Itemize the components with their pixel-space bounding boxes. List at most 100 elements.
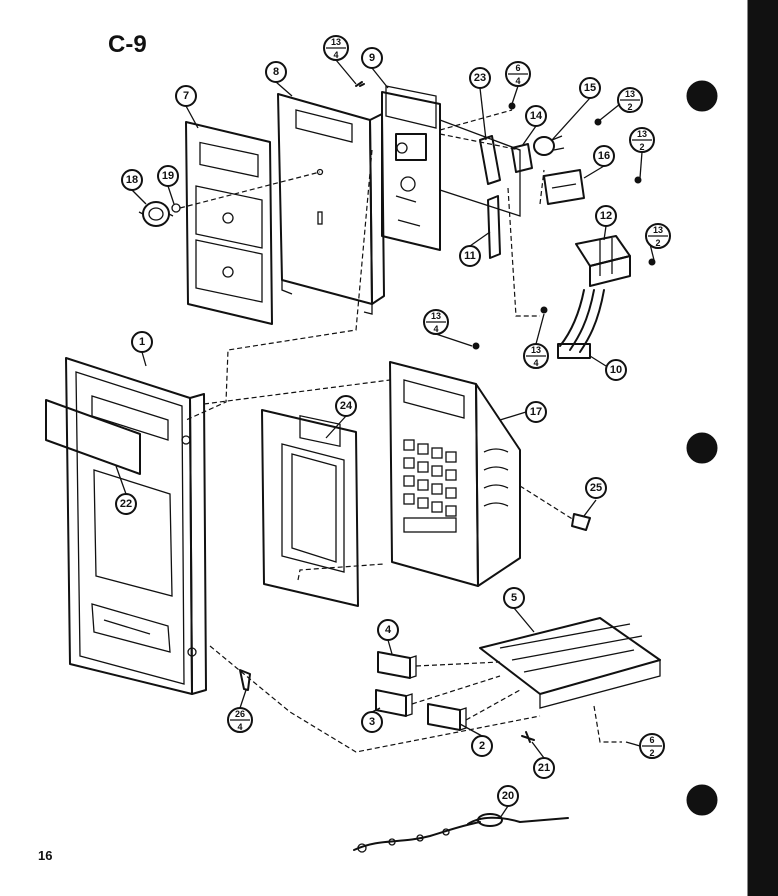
callout-fraction-6-2: 6 2: [639, 733, 665, 759]
part-trim-strip: [45, 399, 141, 475]
binding-edge: [747, 0, 778, 896]
punch-hole-middle: [686, 432, 718, 464]
callout-part-10: 10: [605, 359, 627, 381]
svg-text:10: 10: [610, 364, 622, 376]
callout-part-18: 18: [121, 169, 143, 191]
part-panel-plate: [185, 121, 273, 325]
leader-bracket-screw: [507, 187, 540, 317]
leader-frame-module: [203, 379, 391, 405]
part-door-frame: [65, 357, 207, 695]
svg-text:4: 4: [515, 76, 520, 86]
part-door-window: [261, 409, 359, 607]
leader-knob: [179, 171, 321, 209]
callout-part-12: 12: [595, 205, 617, 227]
svg-text:7: 7: [183, 90, 189, 102]
part-switch-middle: [427, 703, 467, 731]
callout-part-1: 1: [131, 331, 153, 353]
svg-text:2: 2: [639, 142, 644, 152]
svg-text:21: 21: [538, 762, 550, 774]
callout-fraction-13-2-c: 13 2: [645, 223, 671, 249]
callout-part-9: 9: [361, 47, 383, 69]
svg-text:13: 13: [331, 37, 341, 47]
svg-text:22: 22: [120, 498, 132, 510]
callout-part-24: 24: [335, 395, 357, 417]
callout-part-15: 15: [579, 77, 601, 99]
part-switch-lower: [375, 689, 413, 717]
svg-text:18: 18: [126, 174, 138, 186]
callout-fraction-13-4-mid: 13 4: [423, 309, 449, 335]
svg-text:4: 4: [385, 624, 392, 636]
callout-fraction-13-4-top: 13 4: [323, 35, 349, 61]
callout-fraction-13-2-b: 13 2: [629, 127, 655, 153]
svg-text:4: 4: [333, 50, 338, 60]
leader-switch-upper: [415, 661, 501, 667]
part-control-board: [381, 85, 441, 251]
svg-text:23: 23: [474, 72, 486, 84]
part-thermal-switch: [533, 135, 565, 156]
leader-bracket-screw-low: [593, 705, 622, 743]
callout-part-14: 14: [525, 105, 547, 127]
svg-text:13: 13: [637, 129, 647, 139]
svg-text:26: 26: [235, 709, 245, 719]
callout-fraction-13-4-low: 13 4: [523, 343, 549, 369]
svg-text:4: 4: [433, 324, 438, 334]
callout-fraction-26-4: 26 4: [227, 707, 253, 733]
svg-text:4: 4: [237, 722, 242, 732]
svg-text:1: 1: [139, 336, 145, 348]
svg-text:17: 17: [530, 406, 542, 418]
svg-text:2: 2: [655, 238, 660, 248]
callout-part-2: 2: [471, 735, 493, 757]
svg-text:20: 20: [502, 790, 514, 802]
svg-text:13: 13: [653, 225, 663, 235]
callout-part-20: 20: [497, 785, 519, 807]
leader-relay: [539, 169, 545, 205]
svg-text:25: 25: [590, 482, 602, 494]
part-wire-harness: [557, 289, 605, 359]
callout-part-3: 3: [361, 711, 383, 733]
part-knob: [138, 201, 174, 227]
part-switch-upper: [377, 651, 417, 679]
svg-text:5: 5: [511, 592, 517, 604]
callout-leaders: [115, 59, 655, 819]
callout-part-22: 22: [115, 493, 137, 515]
svg-text:2: 2: [479, 740, 485, 752]
callout-part-25: 25: [585, 477, 607, 499]
leader-switch-lower: [411, 675, 501, 705]
leader-board-screw: [439, 109, 513, 131]
svg-text:3: 3: [369, 716, 375, 728]
svg-text:8: 8: [273, 66, 279, 78]
part-small-screw: [521, 731, 535, 743]
keypad-buttons: [403, 439, 457, 533]
part-relay-strip: [479, 135, 501, 185]
svg-text:16: 16: [598, 150, 610, 162]
svg-text:11: 11: [464, 250, 476, 262]
part-relay: [511, 143, 533, 173]
svg-text:19: 19: [162, 170, 174, 182]
svg-text:4: 4: [533, 358, 538, 368]
svg-text:12: 12: [600, 210, 612, 222]
diagram-title: C-9: [108, 31, 147, 58]
part-door-link: [353, 813, 569, 853]
part-interlock-bracket: [479, 617, 661, 709]
part-chassis-plate: [277, 93, 385, 315]
leader-chassis: [185, 149, 373, 421]
svg-text:2: 2: [649, 748, 654, 758]
leader-clip: [519, 485, 575, 521]
callout-part-7: 7: [175, 85, 197, 107]
part-keypad-module: [389, 361, 521, 587]
svg-text:14: 14: [530, 110, 543, 122]
part-frame-screw: [239, 669, 251, 691]
part-washer: [171, 203, 181, 213]
punch-hole-top: [686, 80, 718, 112]
callout-part-16: 16: [593, 145, 615, 167]
callout-fraction-13-2-a: 13 2: [617, 87, 643, 113]
callout-part-5: 5: [503, 587, 525, 609]
svg-text:24: 24: [340, 400, 353, 412]
callout-part-11: 11: [459, 245, 481, 267]
part-transformer: [575, 235, 631, 287]
svg-text:13: 13: [431, 311, 441, 321]
part-clip: [571, 513, 591, 531]
svg-text:15: 15: [584, 82, 596, 94]
punch-hole-bottom: [686, 784, 718, 816]
callout-part-17: 17: [525, 401, 547, 423]
